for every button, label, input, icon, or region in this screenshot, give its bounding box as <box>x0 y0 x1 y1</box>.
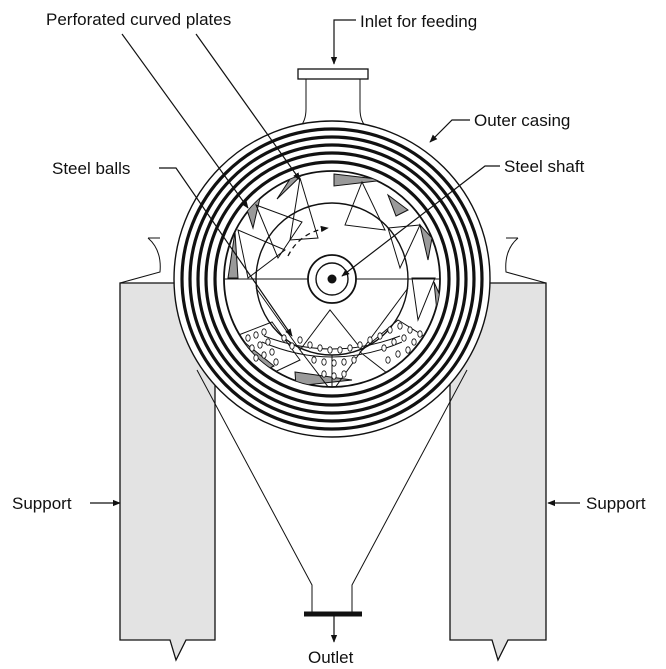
leader-lines <box>90 19 580 643</box>
label-outlet: Outlet <box>308 648 354 667</box>
label-outer-casing: Outer casing <box>474 111 570 130</box>
label-support-right: Support <box>586 494 646 513</box>
perforation-holes <box>245 322 423 380</box>
label-steel-balls: Steel balls <box>52 159 130 178</box>
curved-plate <box>419 223 433 261</box>
label-inlet-for-feeding: Inlet for feeding <box>360 12 477 31</box>
curved-arrow-icon <box>287 225 329 257</box>
steel-shaft-hub <box>307 254 357 304</box>
label-perforated-curved-plates: Perforated curved plates <box>46 10 231 29</box>
support-right-leg <box>449 237 547 662</box>
curved-plate <box>386 193 409 217</box>
curved-plate <box>333 173 386 187</box>
discharge-cone <box>196 369 468 617</box>
label-support-left: Support <box>12 494 72 513</box>
label-steel-shaft: Steel shaft <box>504 157 585 176</box>
